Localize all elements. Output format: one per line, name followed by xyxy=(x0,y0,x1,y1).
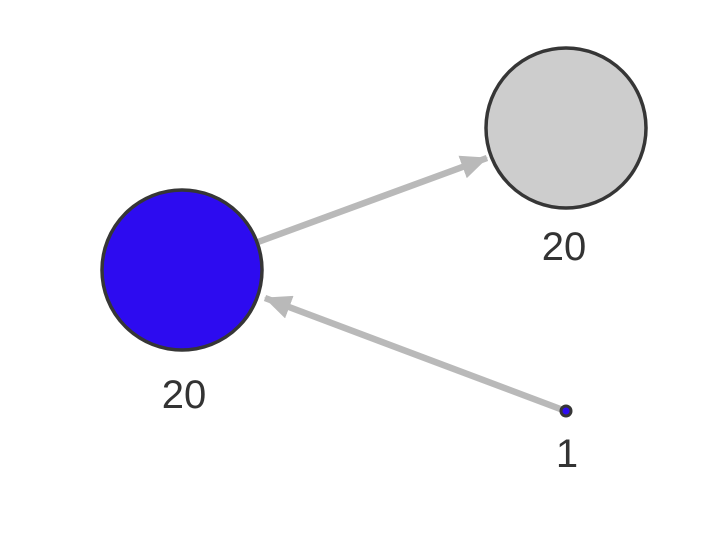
edge-node-1-blue-to-node-20-blue xyxy=(263,294,565,414)
node-1-blue-label: 1 xyxy=(556,432,578,476)
edge-node-20-blue-to-node-20-gray xyxy=(256,154,489,246)
node-20-gray xyxy=(484,46,648,210)
node-20-blue-label: 20 xyxy=(162,373,207,417)
node-20-blue xyxy=(100,188,264,352)
node-1-blue xyxy=(559,404,573,418)
node-20-gray-label: 20 xyxy=(542,225,587,269)
